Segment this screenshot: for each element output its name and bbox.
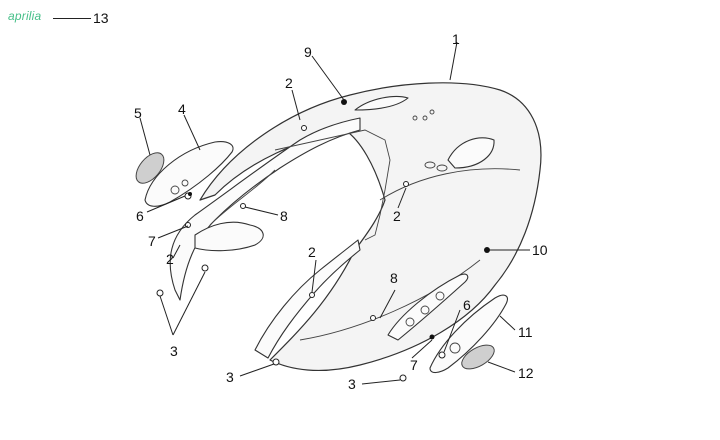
- callout-8: 8: [280, 208, 288, 224]
- bracket-hole: [420, 305, 430, 315]
- callout-12: 12: [518, 365, 534, 381]
- callout-2: 2: [393, 208, 401, 224]
- callout-4: 4: [178, 101, 186, 117]
- lower-side-strip: [254, 239, 361, 359]
- right-taillight-cover: [429, 294, 508, 374]
- screw-icon: [156, 289, 164, 297]
- callout-2: 2: [166, 251, 174, 267]
- fairing-top-vent: [354, 95, 409, 111]
- grommet-dot: [341, 99, 347, 105]
- aprilia-logo: aprilia: [8, 9, 42, 23]
- right-lens: [461, 344, 495, 370]
- left-taillight-screw-hole: [181, 179, 189, 187]
- callout-1: 1: [452, 31, 460, 47]
- left-panel-flange: [274, 129, 391, 241]
- fairing-small-hole: [429, 109, 435, 115]
- fairing-inner-curve: [379, 168, 521, 201]
- callout-6: 6: [463, 297, 471, 313]
- callout-8: 8: [390, 270, 398, 286]
- screw-icon: [403, 181, 409, 187]
- leader-lines: [139, 41, 530, 385]
- screw-icon: [370, 315, 376, 321]
- callout-5: 5: [134, 105, 142, 121]
- callout-13: 13: [93, 10, 109, 26]
- fairing-mount-hole: [424, 161, 436, 169]
- left-lens: [135, 152, 165, 184]
- screw-icon: [201, 264, 209, 272]
- fairing-handle-recess: [447, 137, 495, 169]
- left-panel-edge: [209, 169, 276, 226]
- screw-icon: [240, 203, 246, 209]
- callout-3: 3: [226, 369, 234, 385]
- bracket-hole: [405, 317, 415, 327]
- callout-11: 11: [518, 324, 533, 340]
- grommet-dot: [484, 247, 490, 253]
- callout-10: 10: [532, 242, 548, 258]
- screw-icon: [272, 358, 280, 366]
- washer-icon: [438, 351, 446, 359]
- callout-7: 7: [410, 357, 418, 373]
- callout-6: 6: [136, 208, 144, 224]
- grommet-dot: [188, 192, 192, 196]
- callout-2: 2: [308, 244, 316, 260]
- left-panel-inner-strip: [194, 221, 264, 252]
- callout-2: 2: [285, 75, 293, 91]
- left-taillight-screw-hole: [170, 185, 180, 195]
- callout-3: 3: [170, 343, 178, 359]
- callout-7: 7: [148, 233, 156, 249]
- callout-3: 3: [348, 376, 356, 392]
- fairing-small-hole: [412, 115, 418, 121]
- fairing-mount-hole: [436, 164, 448, 172]
- screw-icon: [309, 292, 315, 298]
- callout-9: 9: [304, 44, 312, 60]
- bracket-hole: [435, 291, 445, 301]
- fairing-small-hole: [422, 115, 428, 121]
- screw-icon: [301, 125, 307, 131]
- logo-leader-line: [53, 18, 91, 19]
- screw-icon: [399, 374, 407, 382]
- right-taillight-screw-hole: [449, 342, 461, 354]
- grommet-dot: [429, 334, 435, 340]
- screw-set: [156, 99, 490, 382]
